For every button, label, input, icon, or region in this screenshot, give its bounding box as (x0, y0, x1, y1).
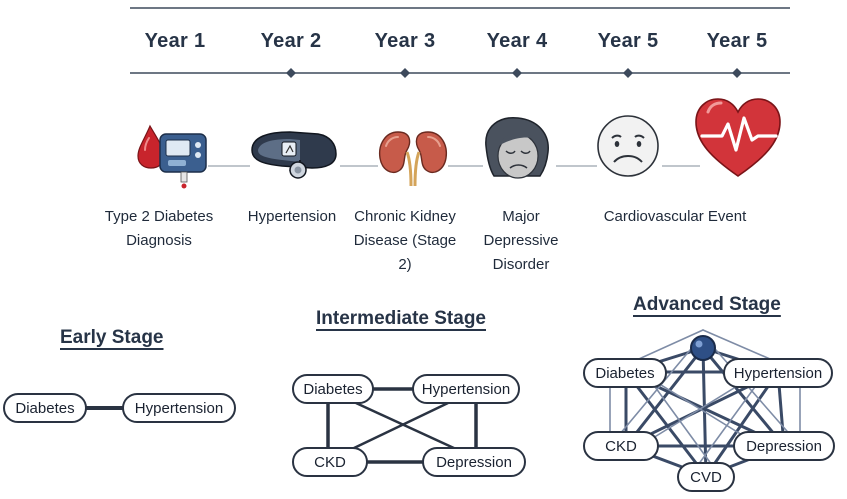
intermediate-node-diabetes: Diabetes (292, 374, 374, 404)
event-label-cardiovascular: Cardiovascular Event (603, 208, 747, 225)
blood-pressure-cuff-icon (251, 131, 337, 179)
timeline-year-1: Year 1 (144, 30, 206, 52)
timeline-year-5: Year 5 (597, 30, 659, 52)
glucose-meter-icon (137, 124, 207, 189)
early-node-hypertension: Hypertension (122, 393, 236, 423)
network-hub-node (690, 335, 716, 361)
timeline-marker (400, 68, 410, 78)
timeline-marker (512, 68, 522, 78)
timeline-year-4: Year 4 (486, 30, 548, 52)
early-node-diabetes: Diabetes (3, 393, 87, 423)
intermediate-node-depression: Depression (422, 447, 526, 477)
intermediate-stage-title: Intermediate Stage (316, 308, 486, 329)
event-label-diabetes: Type 2 Diabetes Diagnosis (104, 208, 214, 249)
event-label-depression: Major Depressive Disorder (483, 208, 559, 273)
advanced-node-depression: Depression (733, 431, 835, 461)
advanced-stage-title: Advanced Stage (633, 294, 781, 315)
advanced-node-cvd: CVD (677, 462, 735, 492)
intermediate-edges (326, 387, 478, 464)
event-label-hypertension: Hypertension (247, 208, 337, 225)
sad-face-icon (597, 115, 659, 177)
early-stage-title: Early Stage (60, 327, 164, 348)
advanced-node-diabetes: Diabetes (583, 358, 667, 388)
sad-face-person-icon (485, 117, 549, 179)
timeline-marker (286, 68, 296, 78)
kidneys-icon (378, 131, 448, 187)
timeline-marker (732, 68, 742, 78)
timeline-marker (623, 68, 633, 78)
advanced-node-ckd: CKD (583, 431, 659, 461)
event-label-ckd: Chronic Kidney Disease (Stage 2) (353, 208, 457, 273)
intermediate-node-ckd: CKD (292, 447, 368, 477)
timeline-year-2: Year 2 (260, 30, 322, 52)
advanced-node-hypertension: Hypertension (723, 358, 833, 388)
timeline-year-3: Year 3 (374, 30, 436, 52)
timeline-markers (286, 68, 742, 78)
intermediate-node-hypertension: Hypertension (412, 374, 520, 404)
timeline-year-6: Year 5 (706, 30, 768, 52)
heart-pulse-icon (695, 98, 781, 177)
